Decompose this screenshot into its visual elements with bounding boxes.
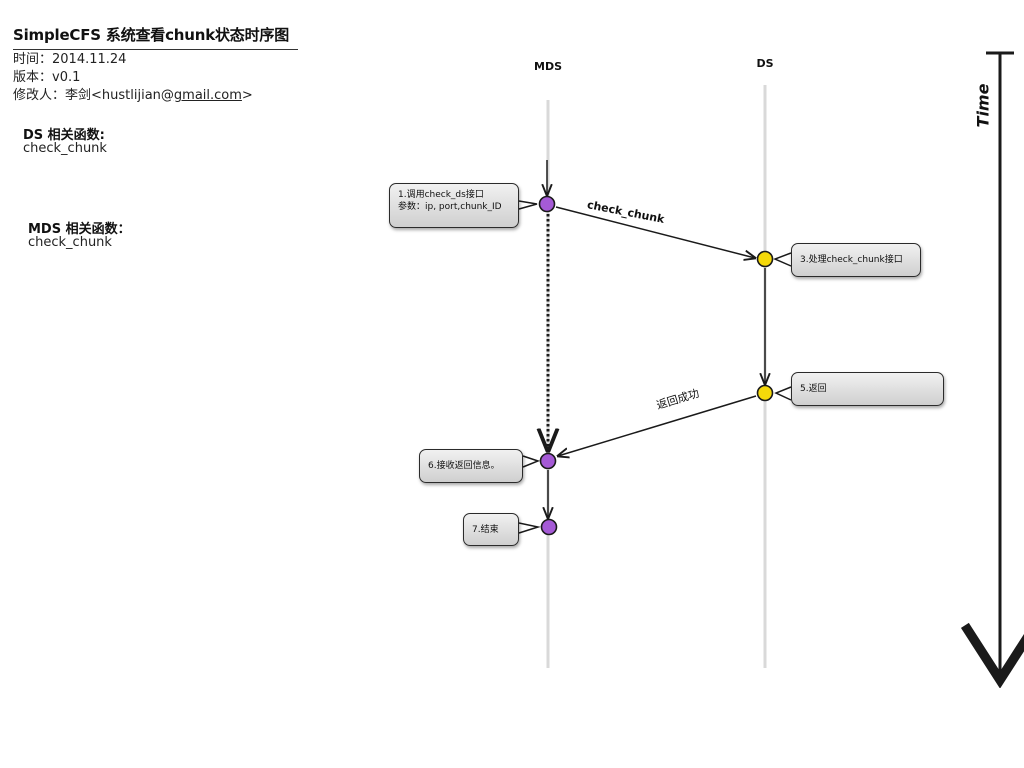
lane-label-mds: MDS xyxy=(534,60,562,73)
title-divider xyxy=(13,49,298,50)
ds-function-item: check_chunk xyxy=(23,141,107,156)
modifier-suffix: > xyxy=(241,88,253,103)
mds-node-step6 xyxy=(539,452,557,470)
step3-callout: 3.处理check_chunk接口 xyxy=(791,243,921,277)
step7-pointer xyxy=(518,522,541,534)
step6-pointer xyxy=(522,455,541,468)
diagram-title: SimpleCFS 系统查看chunk状态时序图 xyxy=(13,26,290,44)
step6-callout: 6.接收返回信息。 xyxy=(419,449,523,483)
step5-line1: 5.返回 xyxy=(800,384,827,394)
ds-node-step5 xyxy=(756,384,774,402)
step6-line1: 6.接收返回信息。 xyxy=(428,461,500,471)
ds-functions-heading: DS 相关函数: xyxy=(23,128,105,143)
modifier-line: 修改人：李剑<hustlijian@gmail.com> xyxy=(13,88,253,104)
mds-node-step1 xyxy=(538,195,556,213)
time-axis-label: Time xyxy=(973,83,993,128)
step1-line1: 1.调用check_ds接口 xyxy=(398,190,484,200)
lane-label-ds: DS xyxy=(756,57,774,70)
modifier-prefix: 修改人：李剑<hustlijian@ xyxy=(13,88,174,103)
step1-line2: 参数：ip, port,chunk_ID xyxy=(398,202,502,212)
mds-function-item: check_chunk xyxy=(28,235,112,250)
step7-line1: 7.结束 xyxy=(472,525,499,535)
mds-node-step7 xyxy=(540,518,558,536)
mds-functions-heading: MDS 相关函数： xyxy=(28,222,131,237)
request-arrow xyxy=(555,206,755,258)
step1-pointer xyxy=(518,200,538,210)
step5-pointer xyxy=(774,386,792,401)
step3-line1: 3.处理check_chunk接口 xyxy=(800,255,903,265)
step3-pointer xyxy=(773,252,792,267)
email-link[interactable]: gmail.com xyxy=(173,88,242,103)
step1-callout: 1.调用check_ds接口 参数：ip, port,chunk_ID xyxy=(389,183,519,228)
response-arrow xyxy=(558,395,757,456)
version-line: 版本：v0.1 xyxy=(13,70,81,85)
step7-callout: 7.结束 xyxy=(463,513,519,546)
time-line: 时间：2014.11.24 xyxy=(13,52,127,67)
step5-callout: 5.返回 xyxy=(791,372,944,406)
ds-node-step3 xyxy=(756,250,774,268)
